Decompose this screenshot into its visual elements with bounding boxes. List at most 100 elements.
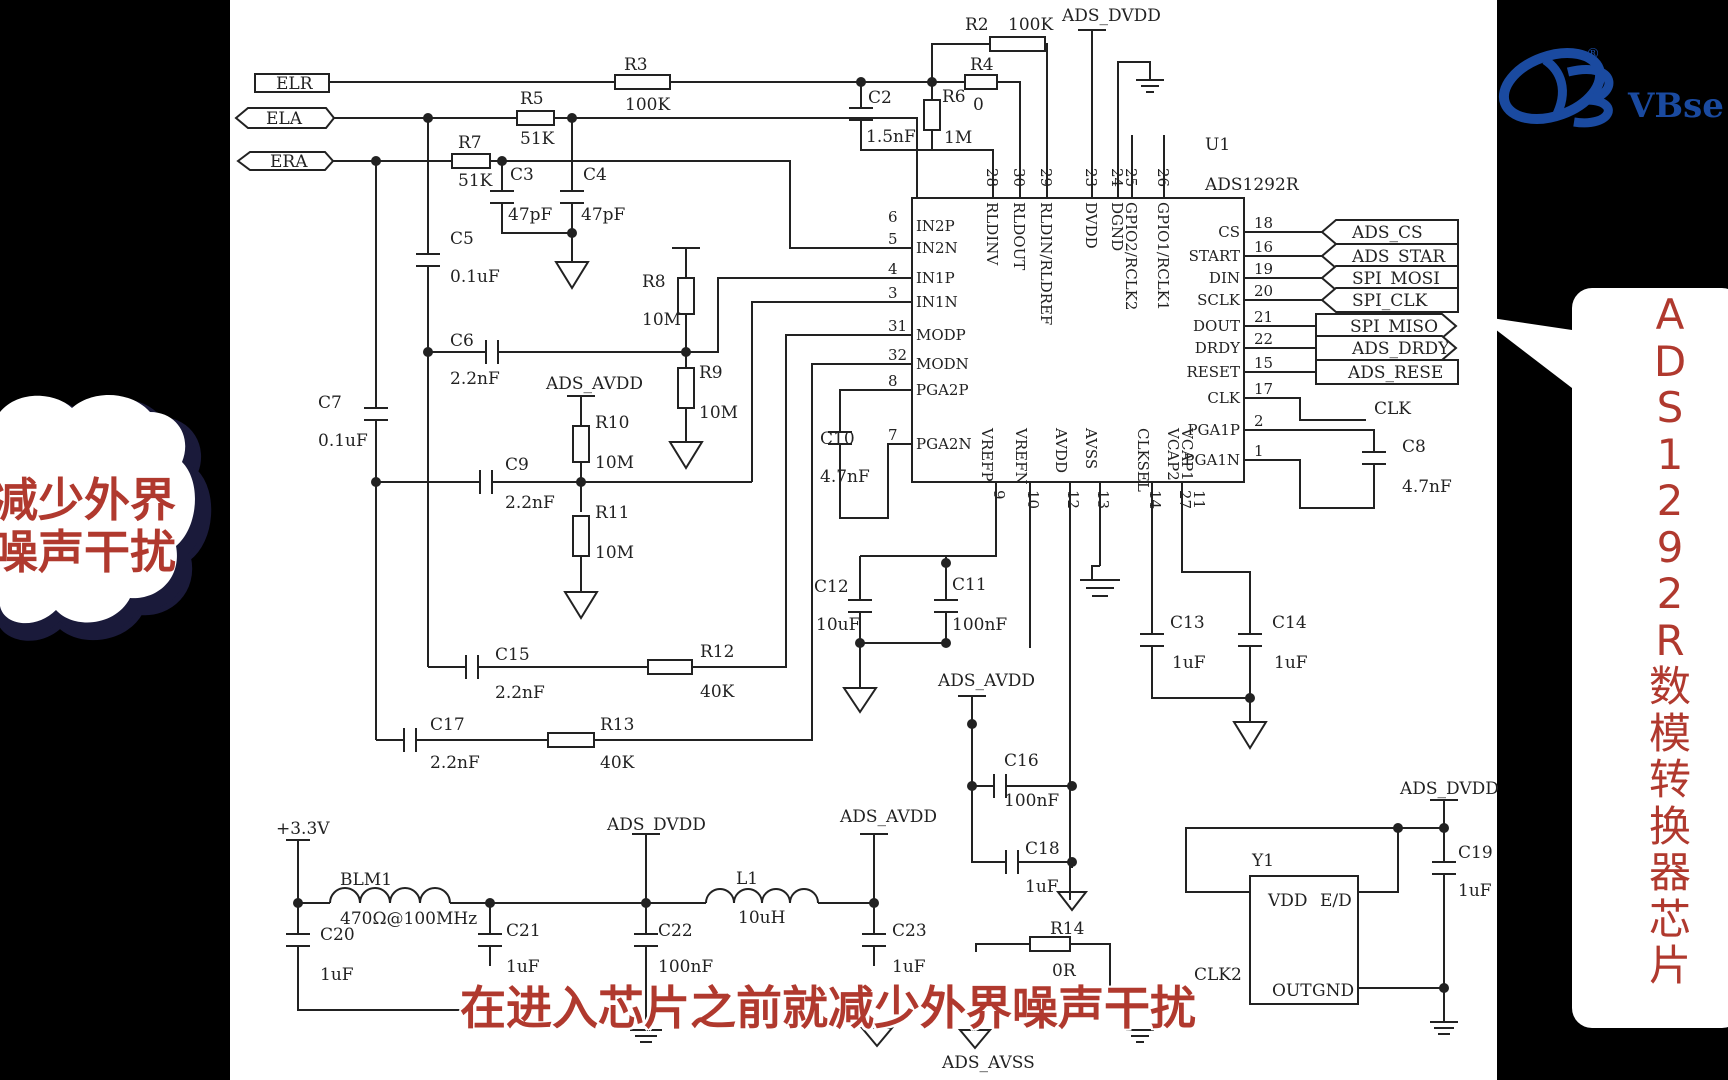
svg-text:VDD: VDD	[1267, 891, 1308, 911]
chip-pin-text: PGA2P	[916, 381, 969, 399]
signal-spi-mosi: SPI_MOSI	[1320, 265, 1459, 291]
signal-ads-cs: ADS_CS	[1320, 219, 1459, 245]
chip-pin-text: AVDD	[1052, 427, 1070, 473]
chip-pin-text: 3	[888, 284, 898, 302]
svg-text:R2: R2	[965, 15, 989, 35]
c10: C10 4.7nF	[820, 429, 870, 487]
svg-text:10uH: 10uH	[738, 908, 785, 928]
c8: C8 4.7nF	[1362, 437, 1452, 497]
chip-pin-text: DRDY	[1195, 339, 1241, 357]
callout-char: S	[1656, 383, 1684, 432]
svg-text:L1: L1	[736, 869, 758, 889]
r12: R12 40K	[647, 642, 735, 702]
svg-text:C8: C8	[1402, 437, 1426, 457]
c11: C11 100nF	[934, 575, 1007, 635]
chip-pin-text: DVDD	[1082, 202, 1100, 249]
chip-pin-text: 7	[888, 426, 898, 444]
svg-text:C5: C5	[450, 229, 474, 249]
r2: R2 100K	[965, 15, 1053, 52]
svg-text:0R: 0R	[1052, 961, 1077, 981]
svg-text:10M: 10M	[595, 453, 634, 473]
svg-text:10uF: 10uF	[816, 615, 861, 635]
r8: R8 10M	[642, 272, 695, 330]
r9: R9 10M	[677, 363, 738, 423]
svg-text:4.7nF: 4.7nF	[1402, 477, 1452, 497]
svg-text:0.1uF: 0.1uF	[318, 431, 368, 451]
chip-callout	[1572, 288, 1728, 1028]
chip-pin-text: CLKSEL	[1134, 428, 1152, 492]
svg-text:ADS1292R: ADS1292R	[1204, 175, 1300, 195]
chip-pin-text: 15	[1254, 354, 1273, 372]
svg-text:100K: 100K	[625, 95, 670, 115]
chip-pin-text: MODN	[916, 355, 969, 373]
cloud-note-line2: 噪声干扰	[0, 525, 176, 579]
svg-text:40K: 40K	[600, 753, 635, 773]
chip-u1: U1 ADS1292R	[911, 135, 1300, 483]
chip-pin-text: 27	[1176, 490, 1194, 509]
svg-text:R8: R8	[642, 272, 666, 292]
svg-text:1uF: 1uF	[1172, 653, 1206, 673]
chip-pin-text: CLK	[1207, 389, 1240, 407]
svg-text:R3: R3	[624, 55, 648, 75]
svg-text:R7: R7	[458, 133, 482, 153]
chip-pin-text: VCAP1	[1178, 427, 1196, 481]
r14: R14 0R	[1029, 919, 1084, 981]
svg-text:R6: R6	[942, 87, 966, 107]
svg-text:1uF: 1uF	[1274, 653, 1308, 673]
brand-name: VBse	[1628, 86, 1724, 126]
svg-text:C20: C20	[320, 925, 355, 945]
svg-text:R11: R11	[595, 503, 629, 523]
svg-text:100nF: 100nF	[952, 615, 1007, 635]
chip-pin-text: 14	[1146, 490, 1164, 509]
svg-text:C16: C16	[1004, 751, 1039, 771]
svg-text:C18: C18	[1025, 839, 1060, 859]
svg-text:100nF: 100nF	[1004, 791, 1059, 811]
callout-char: 换	[1648, 801, 1691, 851]
svg-text:U1: U1	[1205, 135, 1230, 155]
r13: R13 40K	[547, 715, 635, 773]
chip-pin-text: IN1P	[916, 269, 955, 287]
callout-char: 模	[1648, 708, 1691, 758]
callout-char: 9	[1656, 522, 1684, 572]
svg-text:2.2nF: 2.2nF	[430, 753, 480, 773]
svg-text:C14: C14	[1272, 613, 1307, 633]
chip-pin-text: MODP	[916, 326, 966, 344]
svg-text:ADS_DVDD: ADS_DVDD	[1399, 779, 1499, 799]
r7: R7 51K	[451, 133, 493, 191]
chip-pin-text: 8	[888, 372, 898, 390]
svg-text:ADS_AVDD: ADS_AVDD	[839, 807, 937, 827]
svg-text:C6: C6	[450, 331, 474, 351]
chip-pin-text: VREFN	[1012, 427, 1030, 485]
svg-text:R10: R10	[595, 413, 629, 433]
svg-text:R12: R12	[700, 642, 734, 662]
callout-char: 2	[1656, 476, 1684, 525]
c7: C7 0.1uF	[318, 393, 388, 451]
chip-pin-text: 5	[888, 230, 898, 248]
svg-text:R13: R13	[600, 715, 634, 735]
brand-logo: ®	[1498, 46, 1614, 128]
svg-text:C3: C3	[510, 165, 534, 185]
c2: C2 1.5nF	[849, 88, 916, 147]
r6: R6 1M	[923, 87, 972, 148]
callout-char: 2	[1656, 569, 1684, 618]
c4: C4 47pF	[560, 165, 626, 225]
chip-pin-text: 16	[1254, 238, 1273, 256]
y1-oscillator: Y1 VDD E/D OUT GND	[1249, 851, 1359, 1005]
chip-pin-text: DGND	[1108, 202, 1126, 251]
chip-pin-text: PGA1N	[1184, 451, 1240, 469]
signal-ads-star: ADS_STAR	[1320, 243, 1459, 269]
chip-pin-text: 2	[1254, 412, 1264, 430]
svg-text:R9: R9	[699, 363, 723, 383]
signal-spi-miso: SPI_MISO	[1315, 313, 1458, 339]
chip-pin-text: 13	[1094, 490, 1112, 509]
chip-pin-text: 32	[888, 346, 907, 364]
c15: C15 2.2nF	[465, 645, 545, 703]
c17: C17 2.2nF	[403, 715, 480, 773]
cloud-note-line1: 减少外界	[0, 473, 176, 527]
svg-text:GND: GND	[1312, 981, 1354, 1001]
subtitle-caption: 在进入芯片之前就减少外界噪声干扰	[460, 981, 1196, 1035]
chip-pin-text: 6	[888, 208, 898, 226]
signal-ads-drdy: ADS_DRDY	[1315, 335, 1458, 361]
chip-pin-text: DOUT	[1193, 317, 1240, 335]
chip-pin-text: 30	[1010, 168, 1028, 187]
